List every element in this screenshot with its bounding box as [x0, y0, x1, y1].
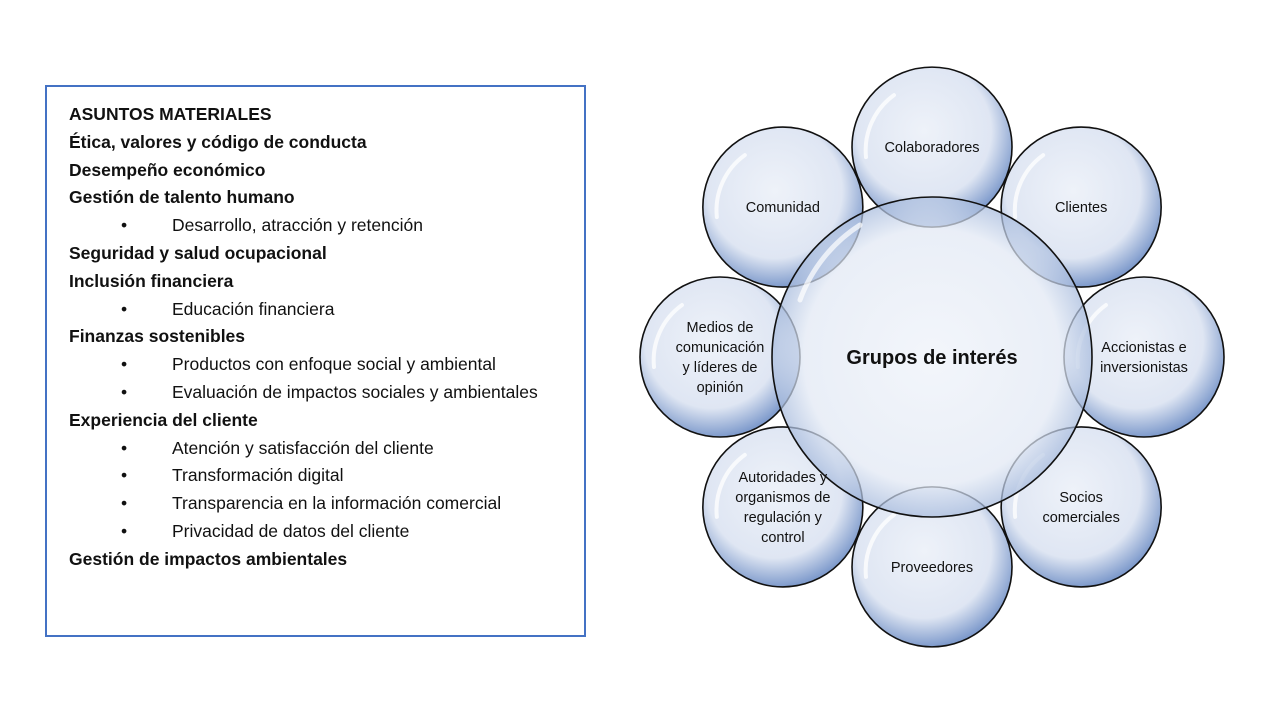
stakeholder-label: control: [761, 530, 805, 546]
asunto-subitem: • Evaluación de impactos sociales y ambie…: [69, 379, 572, 407]
bubble-highlight: [1012, 153, 1046, 220]
stakeholder-label: Accionistas e: [1101, 340, 1186, 356]
stakeholder-label: opinión: [697, 380, 744, 396]
stakeholder-label: Comunidad: [746, 200, 820, 216]
asuntos-materiales-heading: ASUNTOS MATERIALES: [69, 104, 272, 124]
stakeholder-label: y líderes de: [683, 360, 758, 376]
asunto-subitem: • Desarrollo, atracción y retención: [69, 212, 572, 240]
asunto-item: Gestión de impactos ambientales: [69, 548, 348, 569]
bullet-icon: •: [121, 465, 128, 486]
stakeholder-label: inversionistas: [1100, 360, 1188, 376]
stakeholder-label: regulación y: [744, 510, 823, 526]
bullet-icon: •: [121, 298, 128, 319]
asunto-item: Inclusión financiera: [69, 270, 234, 291]
asunto-subitem-label: Transparencia en la información comercia…: [172, 493, 502, 514]
asunto-subitem-label: Privacidad de datos del cliente: [172, 520, 410, 541]
bubble-highlight: [797, 222, 863, 303]
asunto-subitem: • Productos con enfoque social y ambienta…: [69, 351, 572, 379]
asuntos-materiales-list: ASUNTOS MATERIALES Ética, valores y códi…: [69, 101, 579, 574]
bullet-icon: •: [121, 354, 128, 375]
bubble-highlight: [863, 93, 896, 160]
stakeholder-label: Autoridades y: [739, 470, 828, 486]
asunto-item: Finanzas sostenibles: [69, 326, 246, 347]
asunto-subitem-label: Desarrollo, atracción y retención: [172, 215, 423, 236]
asunto-subitem-label: Evaluación de impactos sociales y ambien…: [172, 381, 538, 402]
stakeholder-label: Clientes: [1055, 200, 1107, 216]
center-label: Grupos de interés: [846, 347, 1017, 369]
bubble-highlight: [714, 153, 747, 220]
bubble-highlight: [714, 452, 747, 519]
stakeholder-label: comunicación: [676, 340, 765, 356]
asunto-subitem: • Atención y satisfacción del cliente: [69, 435, 572, 463]
stakeholder-label: comerciales: [1042, 510, 1119, 526]
asunto-subitem-label: Atención y satisfacción del cliente: [172, 437, 434, 458]
bubble-highlight: [863, 512, 896, 579]
asunto-subitem: • Privacidad de datos del cliente: [69, 518, 572, 546]
asunto-item: Gestión de talento humano: [69, 187, 295, 208]
bubble-highlight: [651, 303, 684, 369]
asunto-subitem-label: Productos con enfoque social y ambiental: [172, 354, 496, 375]
asunto-subitem-label: Transformación digital: [172, 465, 344, 486]
asunto-subitem: • Educación financiera: [69, 296, 572, 324]
asunto-subitem: • Transformación digital: [69, 462, 572, 490]
asunto-item: Desempeño económico: [69, 159, 266, 180]
asunto-item: Seguridad y salud ocupacional: [69, 242, 327, 263]
stakeholder-label: Colaboradores: [884, 140, 979, 156]
stakeholder-label: Socios: [1059, 490, 1103, 506]
bullet-icon: •: [121, 215, 128, 236]
asunto-subitem: • Transparencia en la información comerci…: [69, 490, 572, 518]
asunto-item: Experiencia del cliente: [69, 409, 258, 430]
bullet-icon: •: [121, 437, 128, 458]
center-bubble: [771, 196, 1093, 518]
asunto-subitem-label: Educación financiera: [172, 298, 335, 319]
bullet-icon: •: [121, 493, 128, 514]
stakeholder-label: Medios de: [687, 320, 754, 336]
asuntos-materiales-box: ASUNTOS MATERIALES Ética, valores y códi…: [45, 85, 586, 637]
bullet-icon: •: [121, 520, 128, 541]
stakeholder-label: organismos de: [735, 490, 830, 506]
stakeholder-label: Proveedores: [891, 560, 973, 576]
asunto-item: Ética, valores y código de conducta: [69, 131, 367, 152]
bullet-icon: •: [121, 381, 128, 402]
